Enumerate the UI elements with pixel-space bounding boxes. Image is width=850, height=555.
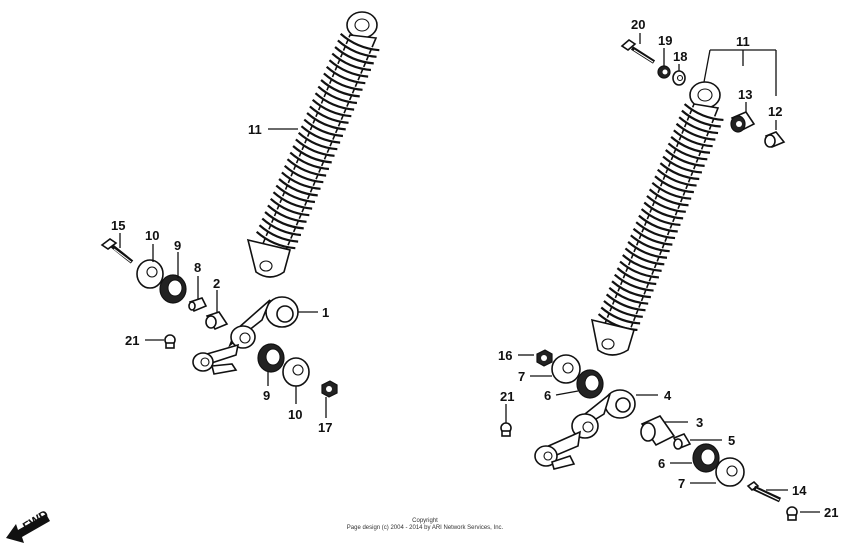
left-washer-10[interactable]: [136, 259, 164, 289]
right-nut-16[interactable]: [536, 349, 553, 367]
left-washer-10-inner[interactable]: [282, 357, 310, 387]
copyright-line-2: Page design (c) 2004 - 2014 by ARI Netwo…: [346, 525, 504, 531]
left-swing-arm-1[interactable]: [192, 296, 299, 375]
callout-right-bolt-lower: 14: [792, 483, 807, 498]
left-seal-9[interactable]: [159, 274, 187, 304]
callout-right-seal-lower: 6: [658, 456, 665, 471]
callout-left-seal-outer: 9: [174, 238, 181, 253]
copyright-notice: Copyright Page design (c) 2004 - 2014 by…: [0, 518, 850, 532]
callout-left-nut: 17: [318, 420, 332, 435]
right-bolt-14[interactable]: [746, 480, 782, 503]
leader-lines: [119, 33, 820, 513]
callout-left-washer-outer: 10: [145, 228, 159, 243]
callout-right-seal-upper: 6: [544, 388, 551, 403]
left-shock-absorber[interactable]: [246, 11, 380, 278]
callout-left-bolt: 15: [111, 218, 125, 233]
right-washer-19[interactable]: [657, 65, 671, 79]
callout-right-grease-fitting-lower: 21: [824, 505, 838, 520]
callout-right-washer-flat: 18: [673, 49, 687, 64]
left-nut-17[interactable]: [321, 380, 338, 398]
left-grease-fitting-21[interactable]: [164, 334, 176, 349]
copyright-line-1: Copyright: [412, 518, 438, 524]
callout-right-washer-upper: 7: [518, 369, 525, 384]
callout-right-nut: 16: [498, 348, 512, 363]
callout-right-collar: 12: [768, 104, 782, 119]
callout-right-washer-small: 19: [658, 33, 672, 48]
callout-right-bolt-top: 20: [631, 17, 645, 32]
right-spacer-5[interactable]: [672, 433, 692, 450]
callout-right-spacer-small: 5: [728, 433, 735, 448]
callout-right-washer-lower: 7: [678, 476, 685, 491]
callout-left-washer-inner: 10: [288, 407, 302, 422]
callout-left-seal-inner: 9: [263, 388, 270, 403]
right-bushing-13[interactable]: [730, 111, 756, 133]
callout-left-collar: 2: [213, 276, 220, 291]
callout-right-arm: 4: [664, 388, 672, 403]
right-seal-6-lower[interactable]: [692, 443, 720, 473]
right-washer-7-lower[interactable]: [715, 457, 745, 487]
right-swing-arm-4[interactable]: [534, 389, 636, 470]
callout-right-bushing: 13: [738, 87, 752, 102]
callout-right-spacer: 3: [696, 415, 703, 430]
callout-left-arm: 1: [322, 305, 329, 320]
callout-left-spacer-small: 8: [194, 260, 201, 275]
right-bolt-20[interactable]: [620, 38, 656, 64]
right-shock-absorber[interactable]: [590, 81, 724, 356]
right-washer-18[interactable]: [672, 70, 686, 86]
right-collar-12[interactable]: [764, 131, 786, 149]
callout-labels: 11 15 10 9 8 2 1 21 9 10 17 20 19 18 11 …: [111, 17, 838, 520]
left-bolt-15[interactable]: [100, 238, 134, 264]
right-grease-fitting-21[interactable]: [500, 422, 512, 437]
right-spacer-3[interactable]: [640, 415, 676, 447]
callout-right-shock: 11: [736, 34, 750, 49]
right-seal-6-upper[interactable]: [576, 369, 604, 399]
right-washer-7-upper[interactable]: [551, 354, 581, 384]
left-collar-2[interactable]: [205, 311, 229, 331]
left-seal-9-inner[interactable]: [257, 343, 285, 373]
callout-right-grease-fitting: 21: [500, 389, 514, 404]
callout-left-grease-fitting: 21: [125, 333, 139, 348]
right-grease-fitting-21-lower[interactable]: [786, 506, 798, 521]
callout-left-shock: 11: [248, 122, 262, 137]
